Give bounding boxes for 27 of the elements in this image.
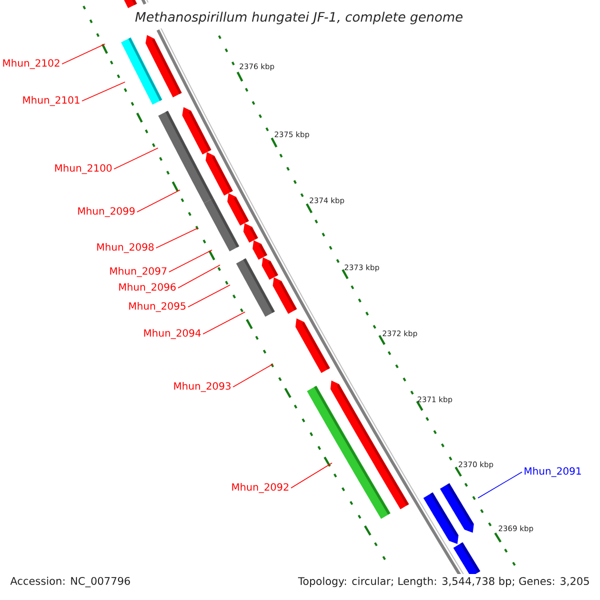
accession-text: Accession: NC_007796 bbox=[10, 576, 130, 588]
leader-line bbox=[232, 364, 274, 388]
gene-label: Mhun_2102 bbox=[3, 59, 60, 69]
leader-line bbox=[178, 264, 220, 288]
gene-label: Mhun_2099 bbox=[78, 207, 135, 217]
leader-line bbox=[114, 148, 158, 170]
leader-line bbox=[82, 82, 126, 102]
leader-line bbox=[290, 462, 332, 488]
gene-label: Mhun_2095 bbox=[129, 302, 186, 312]
title: Methanospirillum hungatei JF-1, complete genome bbox=[135, 12, 462, 24]
gene-label: Mhun_2092 bbox=[232, 483, 288, 493]
gene-label: Mhun_2096 bbox=[119, 283, 176, 293]
leader-line bbox=[168, 250, 212, 272]
leader-line bbox=[136, 190, 180, 212]
gene-label: Mhun_2093 bbox=[174, 382, 230, 392]
leader-line bbox=[62, 44, 106, 64]
gene-label: Mhun_2098 bbox=[97, 243, 154, 253]
gene-label: Mhun_2097 bbox=[110, 267, 166, 277]
leader-line bbox=[202, 312, 246, 334]
leader-line bbox=[478, 472, 522, 498]
leader-line bbox=[156, 228, 198, 248]
gene-label: Mhun_2091 bbox=[524, 467, 581, 477]
gene-label: Mhun_2094 bbox=[144, 329, 201, 339]
genome-summary: Topology: circular; Length: 3,544,738 bp; Genes: 3,205 bbox=[298, 576, 589, 588]
leader-line bbox=[188, 284, 230, 308]
gene-label: Mhun_2101 bbox=[23, 96, 80, 106]
gene-label: Mhun_2100 bbox=[55, 164, 112, 174]
